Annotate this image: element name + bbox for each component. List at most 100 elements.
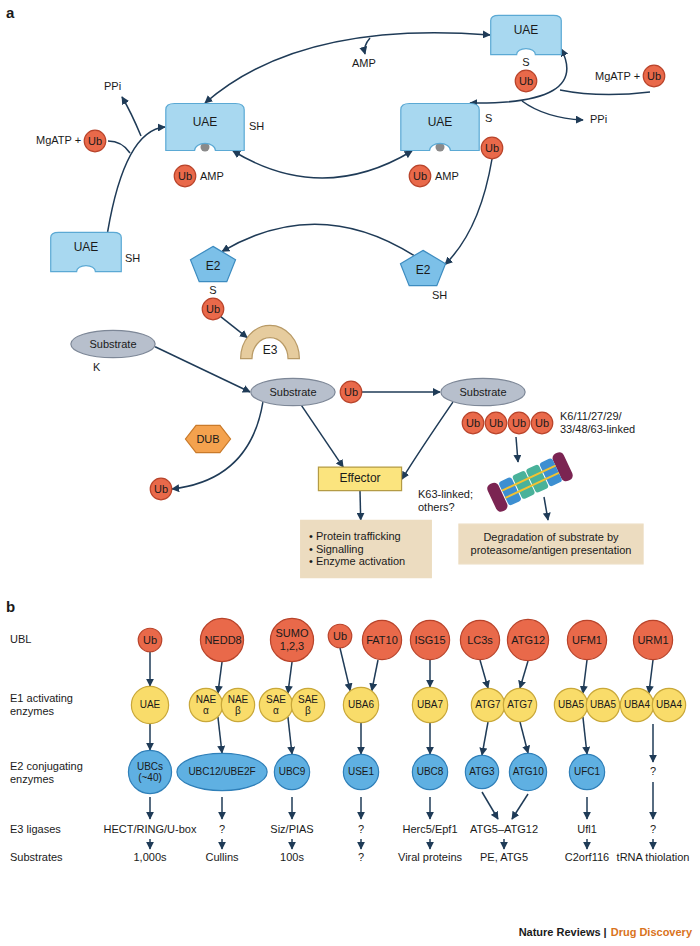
node-text-group: UBA6 [348,699,374,711]
node-text-group: UBA4 [624,699,650,711]
bond-label: SH [432,289,447,302]
node-text-group: UBC8 [417,766,444,778]
substrate-ellipse: Substrate [440,378,526,406]
node-text-group: Ub [512,417,526,430]
substrate-label: Cullins [205,851,238,864]
node-text-group: UFC1 [574,766,600,778]
e2-enzyme-circle: UFC1 [569,754,605,790]
node-text: UAE [140,699,161,711]
node-text: NEDD8 [204,634,239,647]
bond-label: S [485,112,492,125]
connector-arrow [402,402,453,479]
node-text-group: Degradation of substrate by proteasome/a… [466,531,636,556]
connector-arrow [520,722,528,753]
e2-enzyme-circle: USE1 [343,754,379,790]
e1-enzyme-circle: UAE [131,686,169,724]
node-text: UBA5 [558,699,584,711]
node-text-group: Substrate [459,386,506,399]
connector-arrow [222,224,414,255]
node-text-group: NAE α [192,694,219,717]
node-text-group: SAE α [262,694,289,717]
substrate-label: tRNA thiolation [617,851,690,864]
row-label: E3 ligases [10,823,61,836]
residue-label: K [93,361,100,374]
node-text: E2 [416,264,431,278]
substrate-label: C2orf116 [565,851,609,864]
connector-arrow [218,717,222,753]
connector-arrow [429,660,431,687]
node-text: UBA5 [590,699,616,711]
e3-label: ? [358,823,364,836]
connector-arrow [288,662,292,693]
node-text-group: Ub [485,142,499,155]
e3-label: Siz/PIAS [270,823,313,836]
node-text-group: ATG10 [513,766,543,778]
node-text: UFC1 [574,766,600,778]
node-text-group: UBA7 [417,699,443,711]
e1-enzyme-circle: ATG7 [503,688,537,722]
e3-label: Herc5/Epf1 [402,823,457,836]
e3-label: ATG5–ATG12 [470,823,538,836]
node-text-group: E3 [263,344,278,358]
ubl-circle: URM1 [633,620,673,660]
node-text: ATG10 [513,766,543,778]
node-text-group: DUB [196,433,219,446]
outcome-box: Degradation of substrate by proteasome/a… [458,524,644,564]
reaction-label: AMP [352,57,376,70]
node-text: SAE β [294,694,321,717]
connector-arrow [520,661,528,688]
connector-arrow [429,723,431,754]
node-text-group: Ub [344,386,358,399]
e2-enzyme-circle: ATG10 [509,753,547,791]
connector-arrow [302,406,344,467]
ubl-circle: Ub [328,624,352,648]
ubiquitin-circle: Ub [150,478,172,500]
node-text: UBC8 [417,766,444,778]
connector-arrow [482,722,488,755]
node-text: LC3s [467,634,493,647]
node-text-group: UBA5 [590,699,616,711]
panel-letter: a [6,4,14,22]
connector-arrow [172,402,263,489]
node-text-group: UBC12/UBE2F [188,766,255,778]
substrate-ellipse: Substrate [70,330,156,358]
e2-enzyme: E2 [190,246,236,282]
reaction-label: AMP [200,170,224,183]
ubiquitin-circle: Ub [481,137,503,159]
node-text: UBC9 [279,766,306,778]
reaction-label: MgATP + [595,70,640,83]
node-text-group: Ub [154,483,168,496]
ubiquitin-circle: Ub [508,412,530,434]
connector-arrow [480,660,488,688]
bond-label: S [522,56,529,69]
node-text-group: • Protein trafficking• Signalling• Enzym… [309,530,405,568]
connector-arrow [149,724,151,750]
ubl-circle: SUMO 1,2,3 [270,618,314,662]
ubiquitin-circle: Ub [485,412,507,434]
node-text: Ub [519,75,533,88]
connector-arrow [155,347,250,392]
side-reaction-arrows [108,38,650,520]
node-text-group: Ub [88,135,102,148]
dub-hexagon: DUB [185,425,231,453]
node-text-group: Substrate [269,386,316,399]
node-text: Ub [413,170,427,183]
node-text-group: URM1 [637,634,668,647]
bond-label: SH [125,252,140,265]
bond-label: SH [249,120,264,133]
node-text: Ub [333,630,347,643]
ubl-circle: NEDD8 [200,618,244,662]
node-text: ATG12 [511,634,545,647]
linkage-note: K6/11/27/29/ 33/48/63-linked [560,410,660,436]
e3-label: Ufl1 [577,823,597,836]
node-text: NAE α [192,694,219,717]
node-text: Ub [344,386,358,399]
node-text: Ub [88,135,102,148]
e3-ligase-arc: E3 [240,325,300,359]
e1-enzyme-circle: NAE α [189,688,223,722]
substrate-label: PE, ATG5 [480,851,528,864]
ubiquitin-circle: Ub [531,412,553,434]
e2-enzyme-circle: UBC9 [274,754,310,790]
connector-arrow [362,391,440,393]
ubiquitin-circle: Ub [84,130,106,152]
